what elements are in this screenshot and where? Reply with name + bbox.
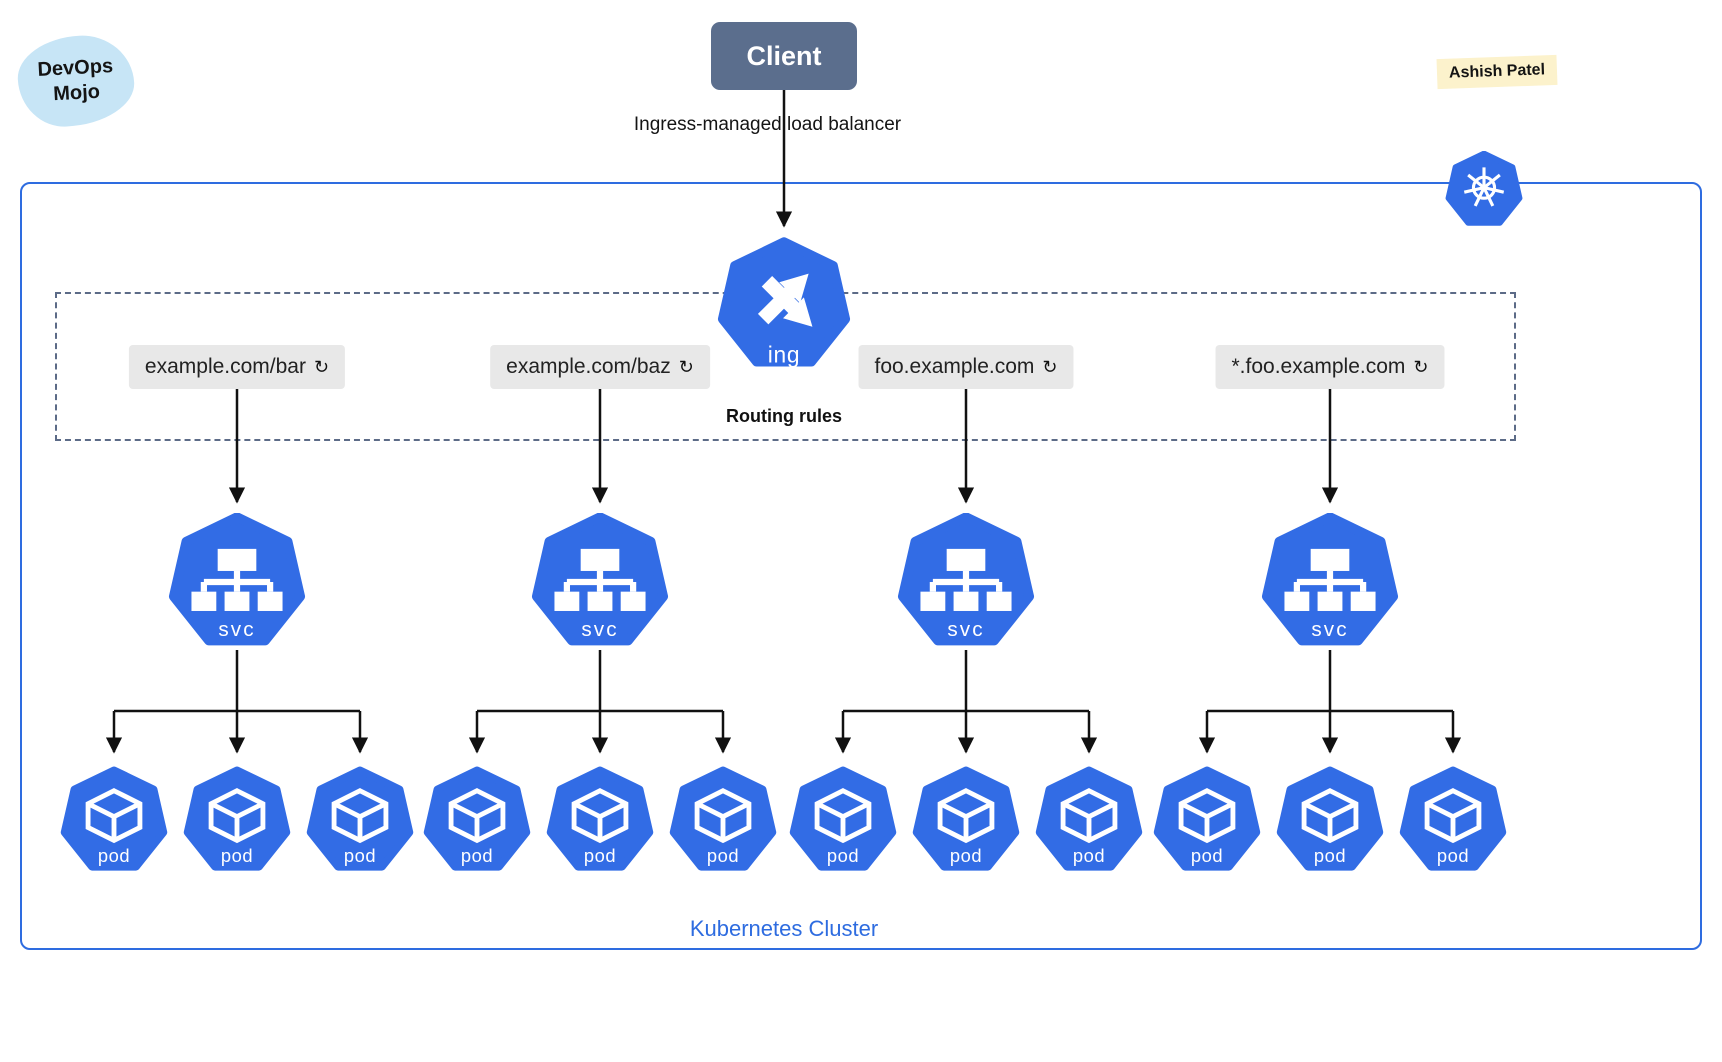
pod-icon: pod <box>789 764 897 878</box>
routing-rule-text: foo.example.com <box>874 355 1035 378</box>
cluster-label: Kubernetes Cluster <box>689 916 879 941</box>
cluster-boundary <box>20 182 1702 950</box>
client-node: Client <box>711 22 857 90</box>
pod-icon: pod <box>669 764 777 878</box>
pod-label: pod <box>1073 845 1105 866</box>
service-label: svc <box>947 618 984 641</box>
author-badge: Ashish Patel <box>1436 54 1558 90</box>
pod-label: pod <box>461 845 493 866</box>
pod-icon: pod <box>546 764 654 878</box>
refresh-icon: ↻ <box>1413 356 1429 377</box>
pod-icon: pod <box>1399 764 1507 878</box>
service-icon: svc <box>531 513 669 651</box>
pod-label: pod <box>1437 845 1469 866</box>
pod-label: pod <box>584 845 616 866</box>
pod-icon: pod <box>912 764 1020 878</box>
service-icon: svc <box>897 513 1035 651</box>
load-balancer-label: Ingress-managed load balancer <box>633 114 902 135</box>
pod-icon: pod <box>306 764 414 878</box>
routing-rule: example.com/baz ↻ <box>490 345 710 389</box>
pod-label: pod <box>98 845 130 866</box>
pod-icon: pod <box>1153 764 1261 878</box>
service-label: svc <box>1311 618 1348 641</box>
routing-rule-text: *.foo.example.com <box>1231 355 1406 378</box>
refresh-icon: ↻ <box>678 356 694 377</box>
refresh-icon: ↻ <box>1042 356 1058 377</box>
routing-rule-text: example.com/bar <box>144 355 306 378</box>
ingress-label: ing <box>768 342 800 368</box>
pod-icon: pod <box>60 764 168 878</box>
pod-icon: pod <box>1035 764 1143 878</box>
pod-label: pod <box>1191 845 1223 866</box>
routing-rule-text: example.com/baz <box>506 355 671 378</box>
pod-icon: pod <box>1276 764 1384 878</box>
pod-icon: pod <box>423 764 531 878</box>
service-icon: svc <box>168 513 306 651</box>
service-label: svc <box>218 618 255 641</box>
refresh-icon: ↻ <box>313 356 330 377</box>
routing-rule: *.foo.example.com ↻ <box>1215 345 1445 389</box>
service-label: svc <box>581 618 618 641</box>
routing-rule: foo.example.com ↻ <box>858 345 1074 389</box>
pod-label: pod <box>344 845 376 866</box>
routing-rule: example.com/bar ↻ <box>128 345 346 389</box>
service-icon: svc <box>1261 513 1399 651</box>
routing-rules-title: Routing rules <box>726 406 842 426</box>
pod-label: pod <box>950 845 982 866</box>
ingress-icon: ing <box>717 237 851 373</box>
pod-label: pod <box>827 845 859 866</box>
brand-badge: DevOps Mojo <box>15 33 137 129</box>
pod-label: pod <box>707 845 739 866</box>
pod-icon: pod <box>183 764 291 878</box>
pod-label: pod <box>221 845 253 866</box>
pod-label: pod <box>1314 845 1346 866</box>
brand-line2: Mojo <box>52 80 101 106</box>
kubernetes-logo-icon <box>1445 151 1523 229</box>
brand-line1: DevOps <box>36 55 114 81</box>
